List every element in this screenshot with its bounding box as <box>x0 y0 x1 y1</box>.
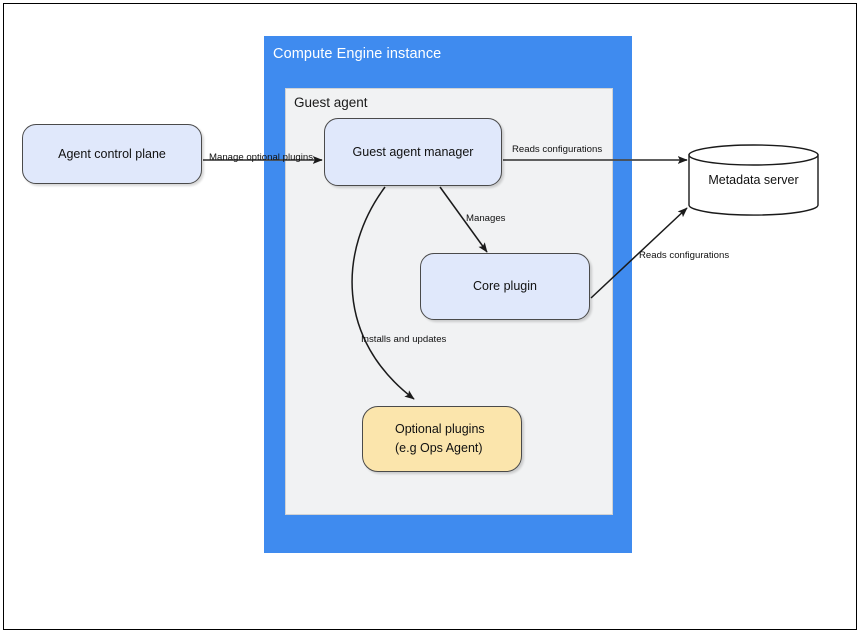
node-core-plugin[interactable]: Core plugin <box>420 253 590 320</box>
node-agent-control-plane[interactable]: Agent control plane <box>22 124 202 184</box>
edge-label-manages: Manages <box>466 213 506 224</box>
node-metadata-server-label: Metadata server <box>708 173 799 187</box>
node-core-plugin-label: Core plugin <box>473 279 537 294</box>
canvas-border <box>3 3 857 630</box>
node-guest-agent-manager[interactable]: Guest agent manager <box>324 118 502 186</box>
node-optional-plugins[interactable]: Optional plugins (e.g Ops Agent) <box>362 406 522 472</box>
cylinder-shape <box>688 144 819 216</box>
node-optional-plugins-label-line2: (e.g Ops Agent) <box>395 441 483 455</box>
guest-agent-label: Guest agent <box>294 95 368 110</box>
edge-label-installs-and-updates: Installs and updates <box>361 334 447 345</box>
node-agent-control-plane-label: Agent control plane <box>58 146 166 161</box>
edge-label-reads-configurations-manager: Reads configurations <box>512 144 603 155</box>
node-metadata-server[interactable]: Metadata server <box>688 144 819 216</box>
node-optional-plugins-label-line1: Optional plugins <box>395 422 485 437</box>
edge-label-manage-optional-plugins: Manage optional plugins <box>209 152 314 163</box>
compute-engine-instance-label: Compute Engine instance <box>273 46 442 62</box>
edge-label-reads-configurations-core: Reads configurations <box>639 250 730 261</box>
node-guest-agent-manager-label: Guest agent manager <box>352 144 474 159</box>
